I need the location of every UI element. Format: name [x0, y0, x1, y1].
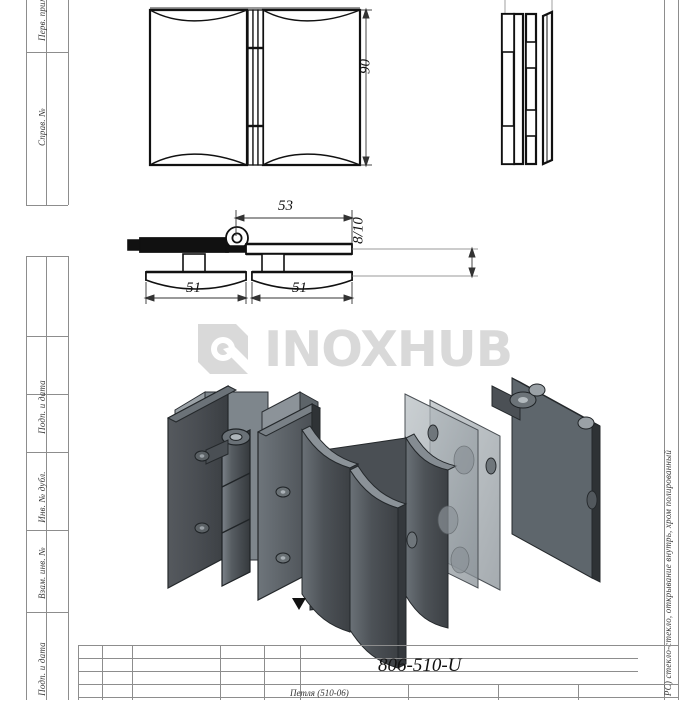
iso-view-closed [166, 385, 322, 601]
label-sprav-no: Справ. № [37, 108, 47, 146]
title-block: 806-510-U Петля (510-06) [78, 645, 679, 700]
label-podp-i-data-1: Подп. и дата [37, 380, 47, 434]
section-arrow [292, 598, 306, 610]
dimension-text-51-left: 51 [186, 280, 201, 296]
side-view [500, 0, 554, 166]
dimension-text-90: 90 [357, 59, 374, 74]
dimension-text-51-right: 51 [292, 280, 307, 296]
label-podp-i-data-2: Подп. и дата [37, 642, 47, 696]
dimension-text-8-10: 8/10 [350, 217, 367, 244]
iso-view-exploded [301, 377, 601, 669]
watermark-text: INOXHUB [264, 320, 513, 378]
dimension-90 [360, 7, 372, 168]
part-caption: Петля (510-06) [290, 688, 349, 698]
watermark: INOXHUB [196, 316, 516, 382]
front-view [148, 7, 362, 167]
dimension-53 [233, 210, 355, 243]
label-vzam-inv-no: Взам. инв. № [37, 547, 47, 600]
part-number: 806-510-U [378, 655, 462, 676]
dimension-text-53: 53 [278, 198, 293, 214]
label-perv-primen: Перв. примен. [37, 0, 47, 41]
inoxhub-logo-icon [196, 322, 250, 376]
label-inv-no-dubl: Инв. № дубл. [37, 471, 47, 523]
drawing-sheet: INOXHUB Перв. примен. Справ. № Подп. и д… [26, 0, 679, 700]
dimension-8-10 [468, 246, 476, 279]
